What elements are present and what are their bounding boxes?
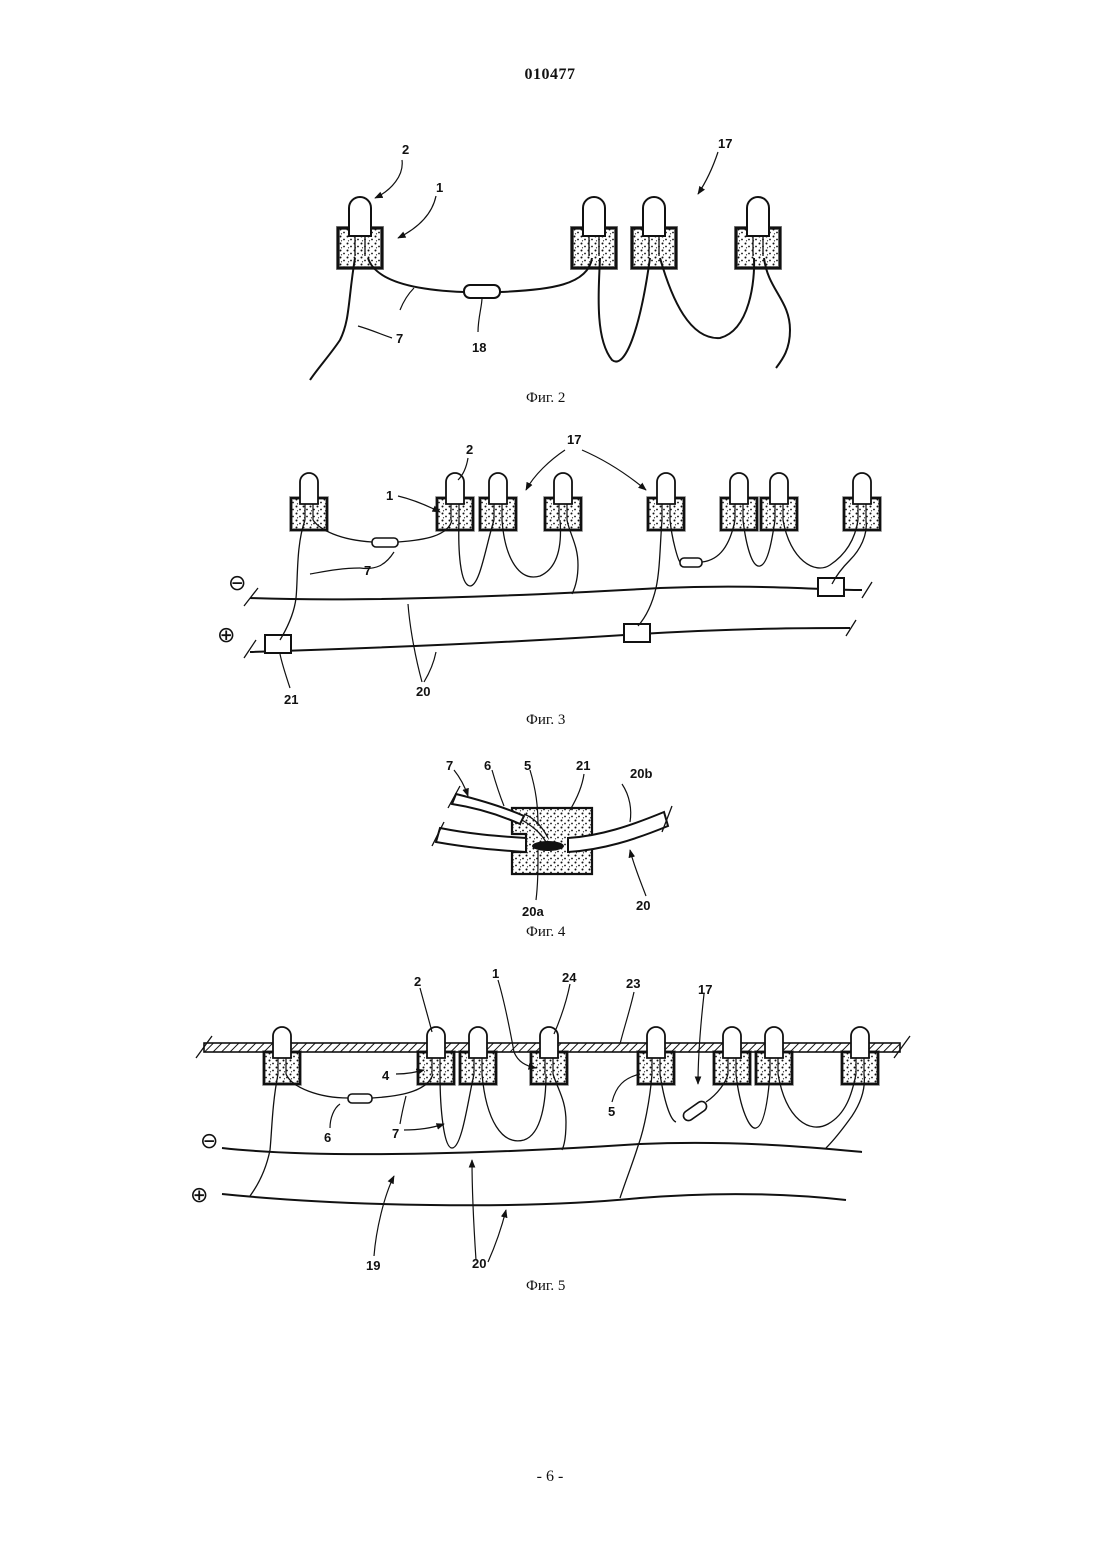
fig5-label: 20 — [472, 1256, 486, 1271]
fig2-label: 18 — [472, 340, 486, 355]
minus-terminal-icon: ⊖ — [228, 571, 246, 596]
fig3-label: 17 — [567, 432, 581, 447]
figure-caption: Фиг. 2 — [526, 390, 565, 406]
fig2-label: 17 — [718, 136, 732, 151]
fig4-label: 21 — [576, 758, 590, 773]
plus-terminal-icon: ⊕ — [190, 1183, 208, 1208]
figure-2: 2 1 17 7 18 Фиг. 2 — [310, 136, 790, 406]
fig5-label: 5 — [608, 1104, 615, 1119]
fig5-label: 7 — [392, 1126, 399, 1141]
fig2-label: 1 — [436, 180, 443, 195]
fig5-label: 19 — [366, 1258, 380, 1273]
fig5-label: 23 — [626, 976, 640, 991]
fig3-label: 1 — [386, 488, 393, 503]
figure-caption: Фиг. 4 — [526, 924, 566, 940]
figure-5: 2 1 24 23 17 4 5 6 7 19 20 ⊖ ⊕ Фиг. 5 — [190, 966, 910, 1294]
fig5-label: 1 — [492, 966, 499, 981]
fig4-label: 7 — [446, 758, 453, 773]
fig3-label: 21 — [284, 692, 298, 707]
figure-caption: Фиг. 3 — [526, 712, 565, 728]
fig4-label: 20 — [636, 898, 650, 913]
fig5-label: 6 — [324, 1130, 331, 1145]
fig5-label: 4 — [382, 1068, 390, 1083]
plus-terminal-icon: ⊕ — [217, 623, 235, 648]
figure-caption: Фиг. 5 — [526, 1278, 565, 1294]
figure-4: 7 6 5 21 20b 20a 20 Фиг. 4 — [432, 758, 672, 940]
fig4-label: 20a — [522, 904, 544, 919]
figure-3: 1 2 17 7 21 20 ⊖ ⊕ Фиг. 3 — [217, 432, 880, 728]
fig3-label: 20 — [416, 684, 430, 699]
fig4-label: 5 — [524, 758, 531, 773]
fig4-label: 20b — [630, 766, 652, 781]
fig5-label: 24 — [562, 970, 577, 985]
minus-terminal-icon: ⊖ — [200, 1129, 218, 1154]
fig2-label: 2 — [402, 142, 409, 157]
fig5-label: 2 — [414, 974, 421, 989]
fig5-label: 17 — [698, 982, 712, 997]
fig3-label: 2 — [466, 442, 473, 457]
fig4-label: 6 — [484, 758, 491, 773]
fig2-label: 7 — [396, 331, 403, 346]
fig3-label: 7 — [364, 563, 371, 578]
page-number: - 6 - — [0, 1468, 1100, 1486]
